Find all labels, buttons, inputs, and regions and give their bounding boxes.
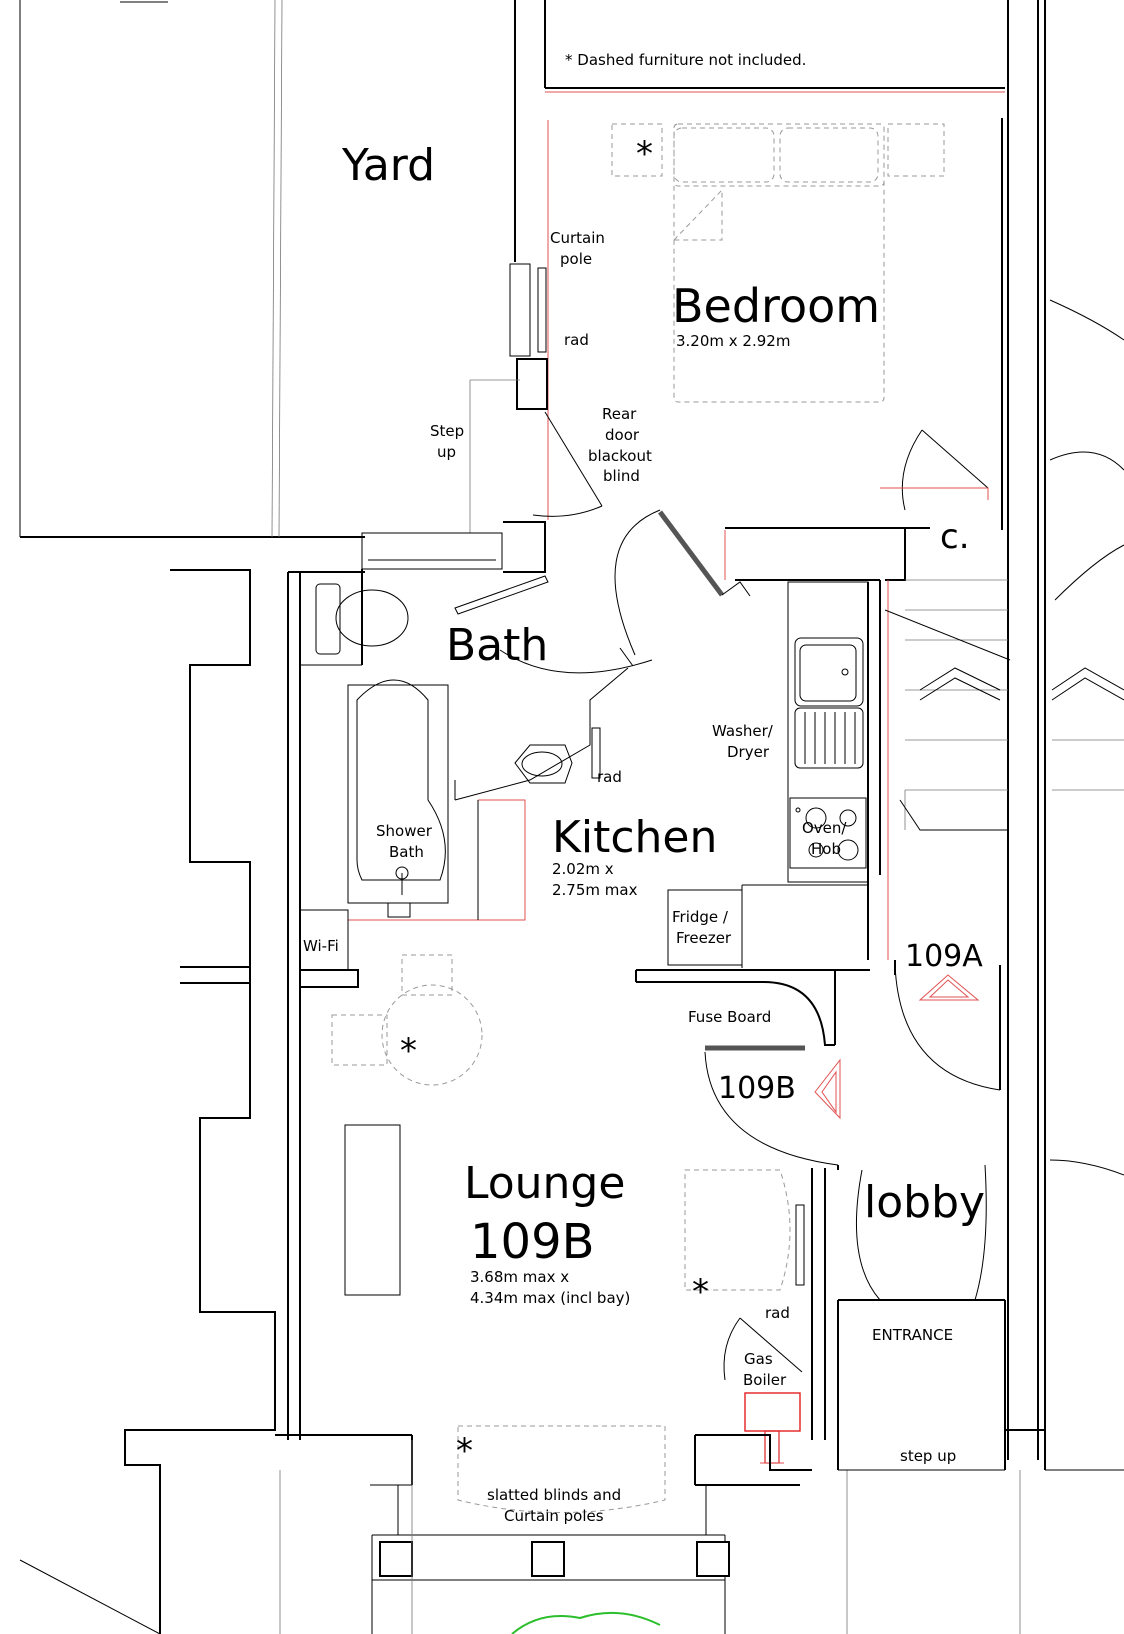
lounge-dims-2: 4.34m max (incl bay) [470, 1289, 630, 1307]
fuse-board-label: Fuse Board [688, 1008, 771, 1026]
bath-label: Bath [446, 620, 548, 671]
fridge-label-2: Freezer [676, 929, 732, 947]
gas-boiler-label-1: Gas [744, 1350, 773, 1368]
asterisk-bay: * [456, 1431, 473, 1471]
lounge-dims-1: 3.68m max x [470, 1268, 569, 1286]
kitchen-dims-2: 2.75m max [552, 881, 638, 899]
entrance-label: ENTRANCE [872, 1326, 953, 1344]
stairs [884, 299, 1124, 1176]
rear-door-label-3: blackout [588, 447, 652, 465]
oven-label-1: Oven/ [802, 819, 847, 837]
oven-label-2: Hob [811, 840, 841, 858]
step-up-front-label: step up [900, 1447, 956, 1465]
step-up-label-1: Step [430, 422, 464, 440]
bedroom-walls [361, 0, 1046, 1460]
rear-door-label-1: Rear [602, 405, 637, 423]
yard-area [19, 0, 365, 538]
lounge-unit-label: 109B [470, 1214, 595, 1270]
unit-109b-label: 109B [718, 1071, 796, 1106]
hob [789, 797, 867, 869]
kitchen-rad-label: rad [597, 768, 622, 786]
lounge [19, 569, 1021, 1634]
rear-door-label-2: door [605, 426, 640, 444]
curtain-pole-label-2: pole [560, 250, 592, 268]
unit-109a-label: 109A [905, 939, 983, 974]
drainer [794, 707, 864, 769]
furniture-note: * Dashed furniture not included. [565, 51, 806, 69]
lobby [837, 960, 1124, 1471]
bedroom-dims: 3.20m x 2.92m [676, 332, 790, 350]
kitchen-label: Kitchen [552, 812, 717, 863]
bedroom-doors [532, 411, 989, 517]
unit-markers [814, 974, 980, 1120]
kitchen-dims-1: 2.02m x [552, 860, 614, 878]
shower-bath-label-1: Shower [376, 822, 433, 840]
bedroom-rad-label: rad [564, 331, 589, 349]
asterisk-bedroom: * [636, 134, 653, 174]
step-up-label-2: up [437, 443, 456, 461]
curtain-pole-label-1: Curtain [550, 229, 605, 247]
wifi-label: Wi-Fi [303, 937, 339, 955]
asterisk-lounge-top: * [400, 1031, 417, 1071]
lounge-rad-label: rad [765, 1304, 790, 1322]
asterisk-lounge-right: * [692, 1272, 709, 1312]
bath-room [287, 569, 653, 1440]
hedge-mark [511, 1611, 661, 1634]
shower-bath-label-2: Bath [389, 843, 424, 861]
blinds-label-2: Curtain poles [504, 1507, 604, 1525]
rear-door-label-4: blind [603, 467, 640, 485]
bed-dashed [611, 123, 945, 403]
yard-label: Yard [341, 140, 435, 191]
washer-label-2: Dryer [727, 743, 770, 761]
lobby-label: lobby [864, 1177, 985, 1228]
lounge-label: Lounge [464, 1158, 625, 1209]
bedroom-label: Bedroom [672, 279, 880, 333]
cupboard-label: c. [940, 517, 970, 557]
washer-label-1: Washer/ [712, 722, 774, 740]
gas-boiler-label-2: Boiler [743, 1371, 787, 1389]
fridge-label-1: Fridge / [672, 908, 729, 926]
blinds-label-1: slatted blinds and [487, 1486, 621, 1504]
kitchen [614, 509, 889, 1051]
